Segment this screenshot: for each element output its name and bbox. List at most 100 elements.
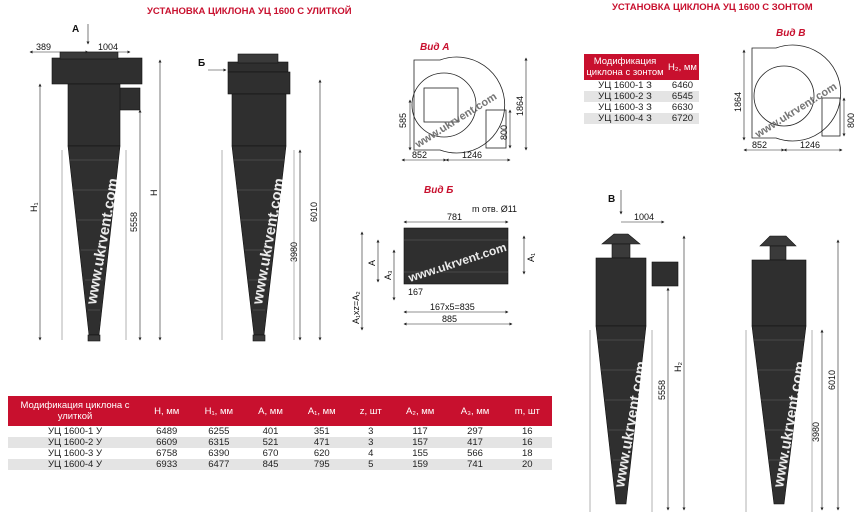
cell: 521	[246, 437, 295, 448]
view-a: Вид А www.ukrvent.com 585 800 1864 852 1…	[398, 42, 528, 162]
dim-5558-r: 5558	[657, 380, 667, 400]
dim-h: H	[149, 190, 159, 197]
title-umbrella: УСТАНОВКА ЦИКЛОНА УЦ 1600 С ЗОНТОМ	[612, 2, 813, 13]
view-v: Вид В www.ukrvent.com 1864 800 852 1246	[733, 28, 856, 152]
cell: 159	[392, 459, 448, 470]
cell: 3	[348, 437, 393, 448]
col-h1: H₁, мм	[191, 396, 247, 426]
cell: 4	[348, 448, 393, 459]
arrow-a-label: A	[72, 24, 79, 35]
cell: УЦ 1600-4 З	[584, 113, 666, 124]
top-flange	[227, 61, 289, 73]
dim-a1: A₁	[526, 253, 536, 262]
cell: 795	[294, 459, 349, 470]
cell: 566	[447, 448, 503, 459]
dim-a: A	[367, 260, 377, 266]
dim-585: 585	[398, 113, 408, 128]
cone-side	[231, 145, 287, 336]
dim-885: 885	[442, 314, 457, 324]
cell: 6489	[142, 426, 192, 437]
dim-1246-v: 1246	[800, 140, 820, 150]
cell: 16	[502, 426, 552, 437]
dim-800-a: 800	[499, 125, 509, 140]
dim-5558: 5558	[129, 212, 139, 232]
cyclone-umbrella-front: www.ukrvent.com	[589, 233, 679, 512]
col-h: H, мм	[142, 396, 192, 426]
cell: УЦ 1600-4 У	[8, 459, 142, 470]
table-header-row: Модификация циклона с зонтом H₂, мм	[584, 54, 699, 80]
cyclone-umbrella-side: www.ukrvent.com	[745, 235, 813, 512]
col-modification: Модификация циклона с улиткой	[8, 396, 142, 426]
top-outlet	[237, 53, 279, 64]
cell: 20	[502, 459, 552, 470]
dim-781: 781	[447, 212, 462, 222]
watermark: www.ukrvent.com	[752, 81, 839, 141]
dim-1864-v: 1864	[733, 92, 743, 112]
view-b: Вид Б m отв. Ø11 781 www.ukrvent.com A₁x…	[351, 185, 536, 331]
dim-6010: 6010	[309, 202, 319, 222]
right-side-dimensions: 3980 6010	[811, 239, 840, 511]
cell: 155	[392, 448, 448, 459]
cell: 6460	[671, 80, 694, 91]
cell: 620	[294, 448, 349, 459]
left-dimensions: A 389 1004 H₁ 5558 H	[29, 24, 162, 341]
arrow-b-label: Б	[198, 58, 205, 69]
col-z: z, шт	[348, 396, 393, 426]
cyclone-snail-front: www.ukrvent.com	[51, 51, 143, 342]
snail-side	[227, 71, 291, 95]
col-a1: A₁, мм	[294, 396, 349, 426]
col-a3: A₃, мм	[447, 396, 503, 426]
arrow-v-label: В	[608, 194, 615, 205]
cell: 117	[392, 426, 448, 437]
inlet-flange	[403, 227, 509, 285]
table-umbrella-modifications: Модификация циклона с зонтом H₂, мм УЦ 1…	[584, 54, 699, 124]
cell: 6720	[666, 113, 699, 124]
cell: 6609	[142, 437, 192, 448]
cylinder-umbrella	[595, 257, 647, 327]
dim-holes: m отв. Ø11	[472, 204, 517, 214]
dim-852-v: 852	[752, 140, 767, 150]
dim-h1: H₁	[29, 202, 39, 212]
cylinder	[67, 83, 121, 147]
col-m: m, шт	[502, 396, 552, 426]
cell: 6758	[142, 448, 192, 459]
cell: 6390	[191, 448, 247, 459]
dim-h2: H₂	[673, 362, 683, 372]
cell: УЦ 1600-2 З	[584, 91, 666, 102]
title-snail: УСТАНОВКА ЦИКЛОНА УЦ 1600 С УЛИТКОЙ	[147, 5, 352, 17]
dim-6010-r: 6010	[827, 370, 837, 390]
dim-167x5: 167x5=835	[430, 302, 475, 312]
cell: 741	[447, 459, 503, 470]
cell: 845	[246, 459, 295, 470]
table-header-row: Модификация циклона с улиткой H, мм H₁, …	[8, 396, 552, 426]
cell: УЦ 1600-1 У	[8, 426, 142, 437]
table-snail-modifications: Модификация циклона с улиткой H, мм H₁, …	[8, 396, 552, 470]
cone-umbrella-side	[751, 325, 807, 505]
dim-a3: A₃	[383, 270, 393, 280]
cell: 6255	[191, 426, 247, 437]
snail-housing	[51, 57, 143, 85]
cell: 351	[294, 426, 349, 437]
dim-axz: A₁xz=A₂	[351, 291, 361, 324]
cell: 401	[246, 426, 295, 437]
cell: УЦ 1600-2 У	[8, 437, 142, 448]
umbrella-cap	[601, 233, 641, 245]
cell: 6630	[671, 102, 694, 113]
view-b-title: Вид Б	[424, 185, 453, 196]
col-a: A, мм	[246, 396, 295, 426]
cone-umbrella	[595, 325, 647, 505]
dim-1004-r: 1004	[634, 212, 654, 222]
cell: 6545	[666, 91, 699, 102]
dim-3980-r: 3980	[811, 422, 821, 442]
inlet-box	[117, 87, 141, 111]
cylinder-umbrella-side	[751, 259, 807, 327]
dim-389: 389	[36, 42, 51, 52]
right-dimensions: В 1004 5558 H₂	[608, 190, 686, 511]
view-v-title: Вид В	[776, 28, 806, 39]
